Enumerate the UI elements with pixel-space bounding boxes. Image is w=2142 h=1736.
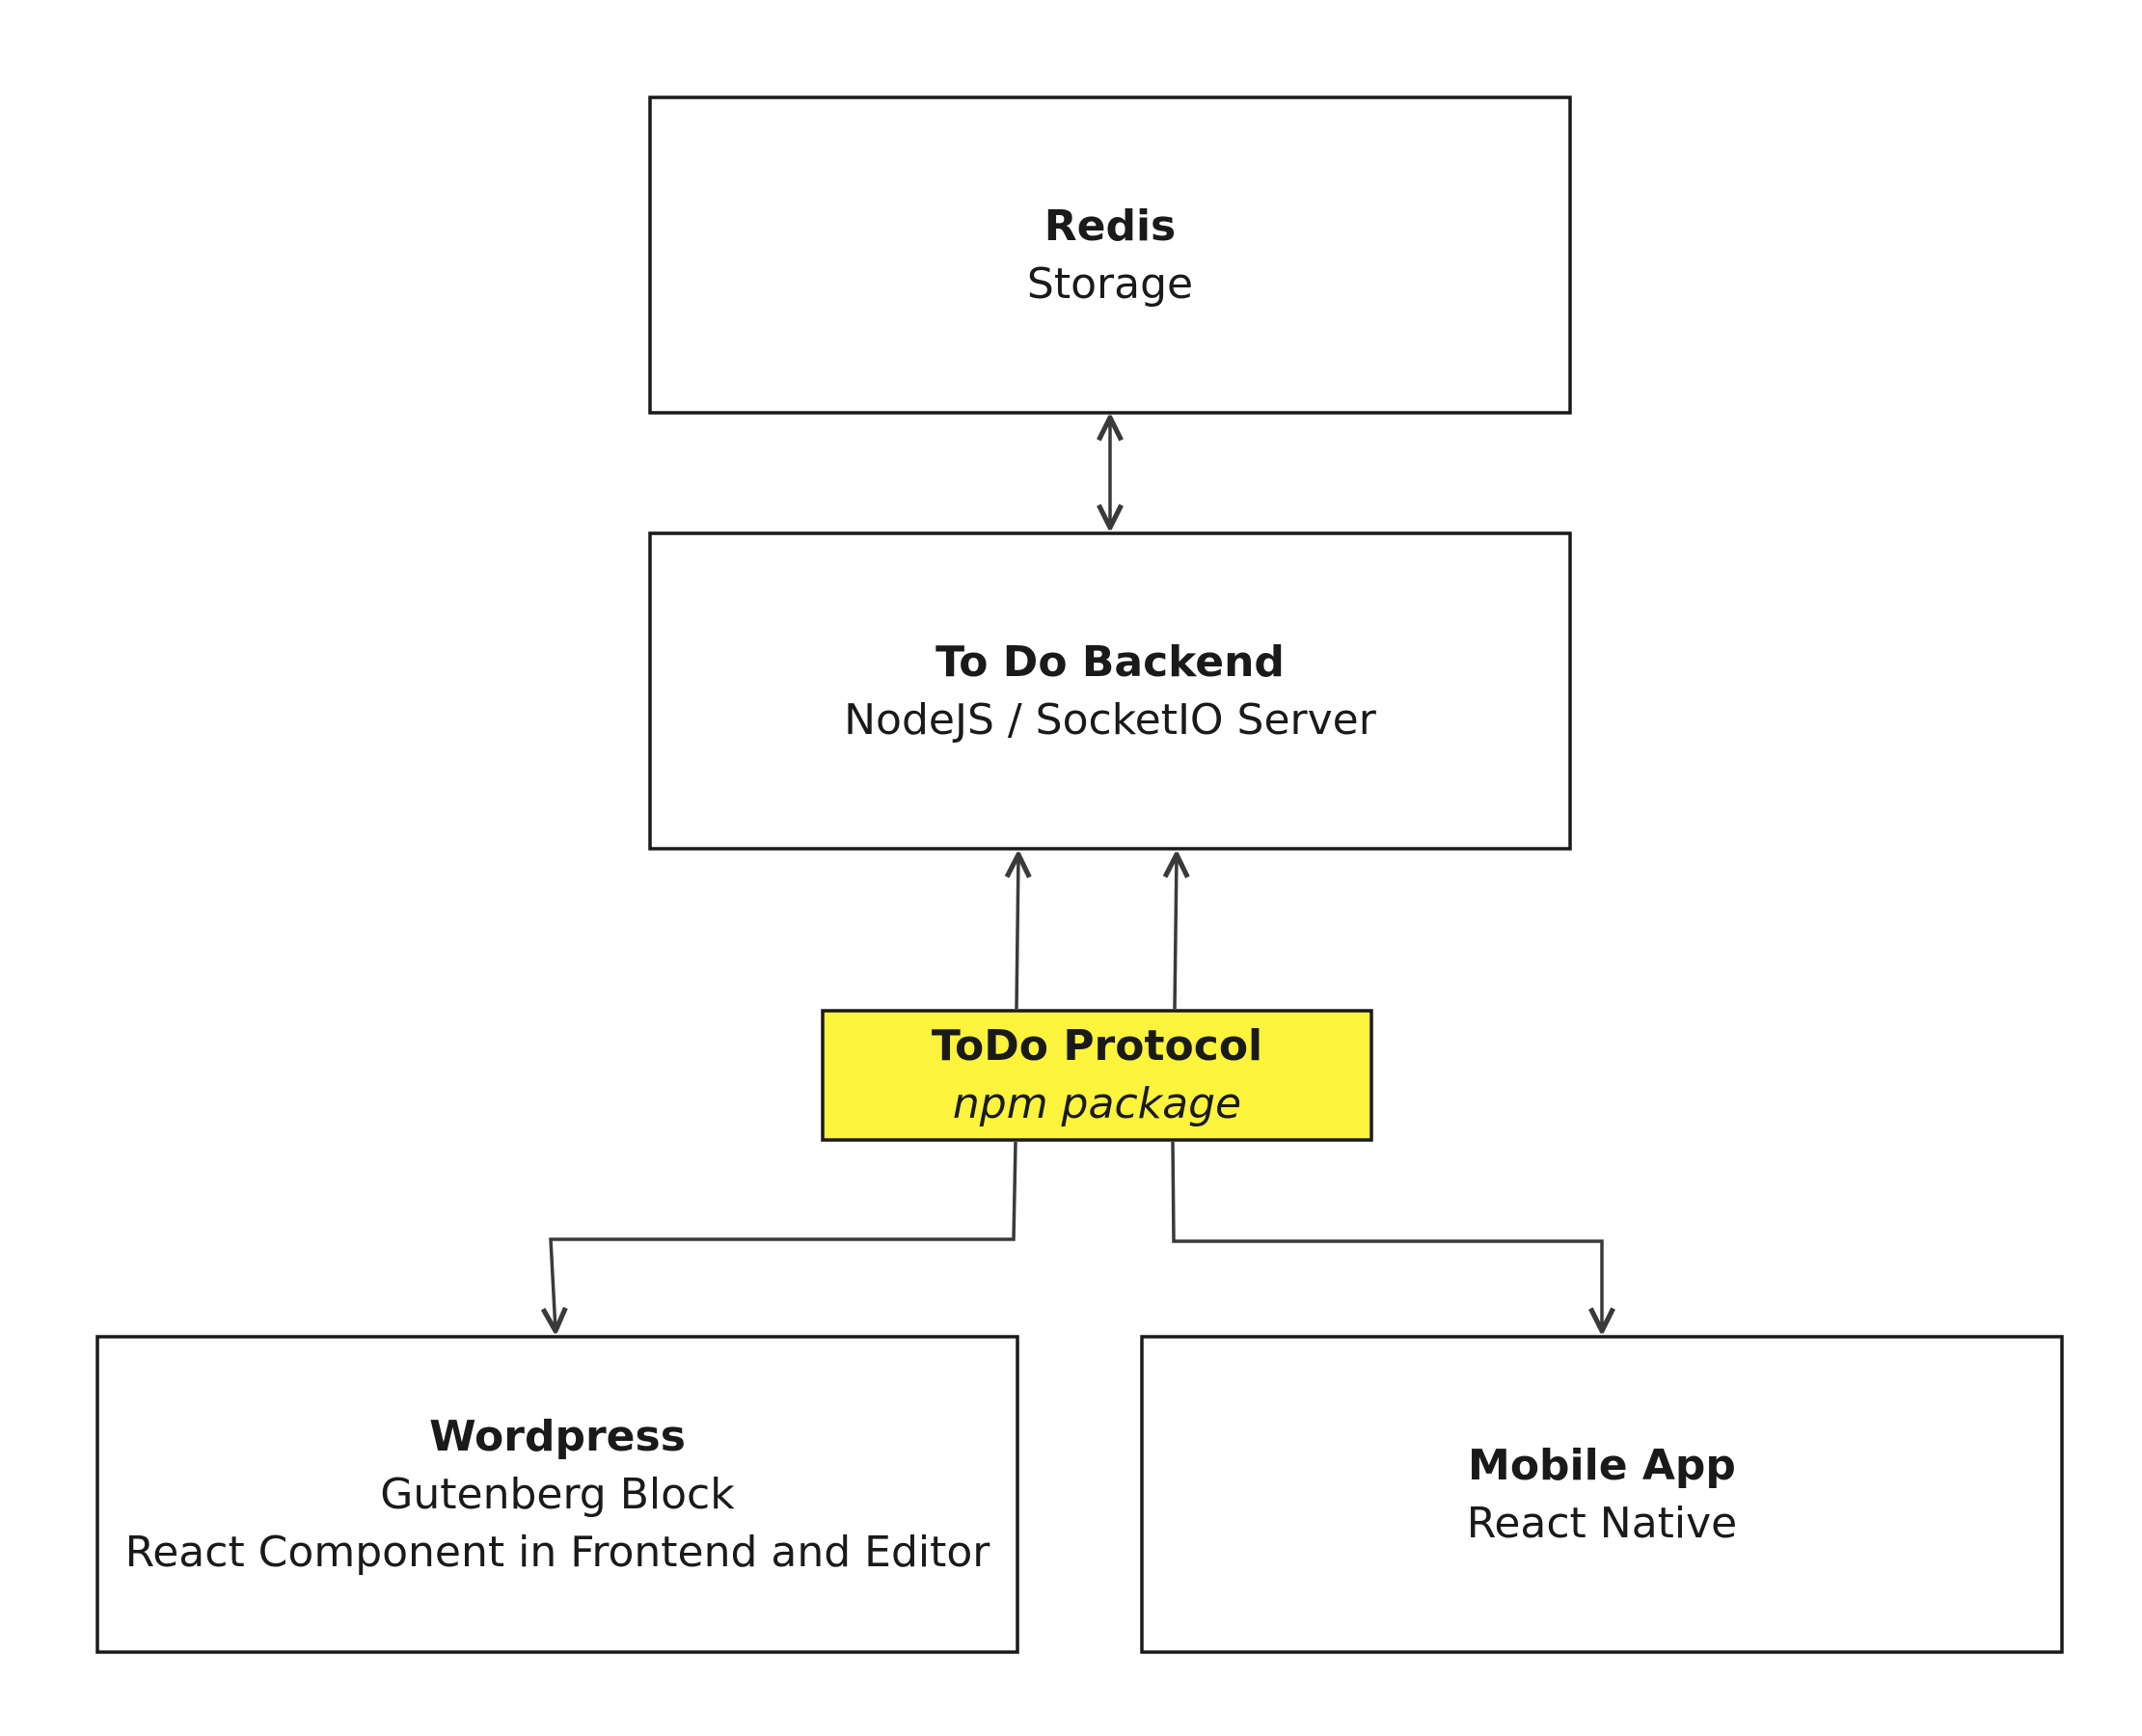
mobile-box: [1140, 1335, 2064, 1654]
mobile-node: Mobile App React Native: [1142, 1337, 2062, 1652]
wordpress-title: Wordpress: [429, 1411, 686, 1461]
mobile-title: Mobile App: [1468, 1440, 1736, 1490]
redis-title: Redis: [1044, 201, 1177, 251]
wordpress-node: Wordpress Gutenberg Block React Componen…: [97, 1337, 1017, 1652]
edge-protocol-wordpress: [551, 1141, 1017, 1331]
backend-box: [648, 531, 1572, 851]
protocol-title: ToDo Protocol: [931, 1021, 1263, 1071]
wordpress-subtitle-1: Gutenberg Block: [380, 1469, 735, 1519]
edge-protocol-backend-left: [1017, 854, 1018, 1010]
mobile-subtitle: React Native: [1466, 1498, 1738, 1548]
protocol-box: [821, 1009, 1373, 1142]
edge-protocol-backend-right: [1175, 854, 1177, 1010]
redis-node: Redis Storage: [650, 97, 1570, 413]
backend-subtitle: NodeJS / SocketIO Server: [844, 694, 1376, 745]
backend-title: To Do Backend: [935, 637, 1285, 687]
protocol-subtitle: npm package: [952, 1079, 1242, 1128]
redis-subtitle: Storage: [1026, 258, 1194, 309]
wordpress-subtitle-2: React Component in Frontend and Editor: [124, 1527, 990, 1577]
wordpress-box: [95, 1335, 1019, 1654]
redis-box: [648, 95, 1572, 415]
edge-protocol-mobile: [1171, 1141, 1602, 1331]
backend-node: To Do Backend NodeJS / SocketIO Server: [650, 533, 1570, 849]
protocol-node: ToDo Protocol npm package: [823, 1011, 1371, 1140]
